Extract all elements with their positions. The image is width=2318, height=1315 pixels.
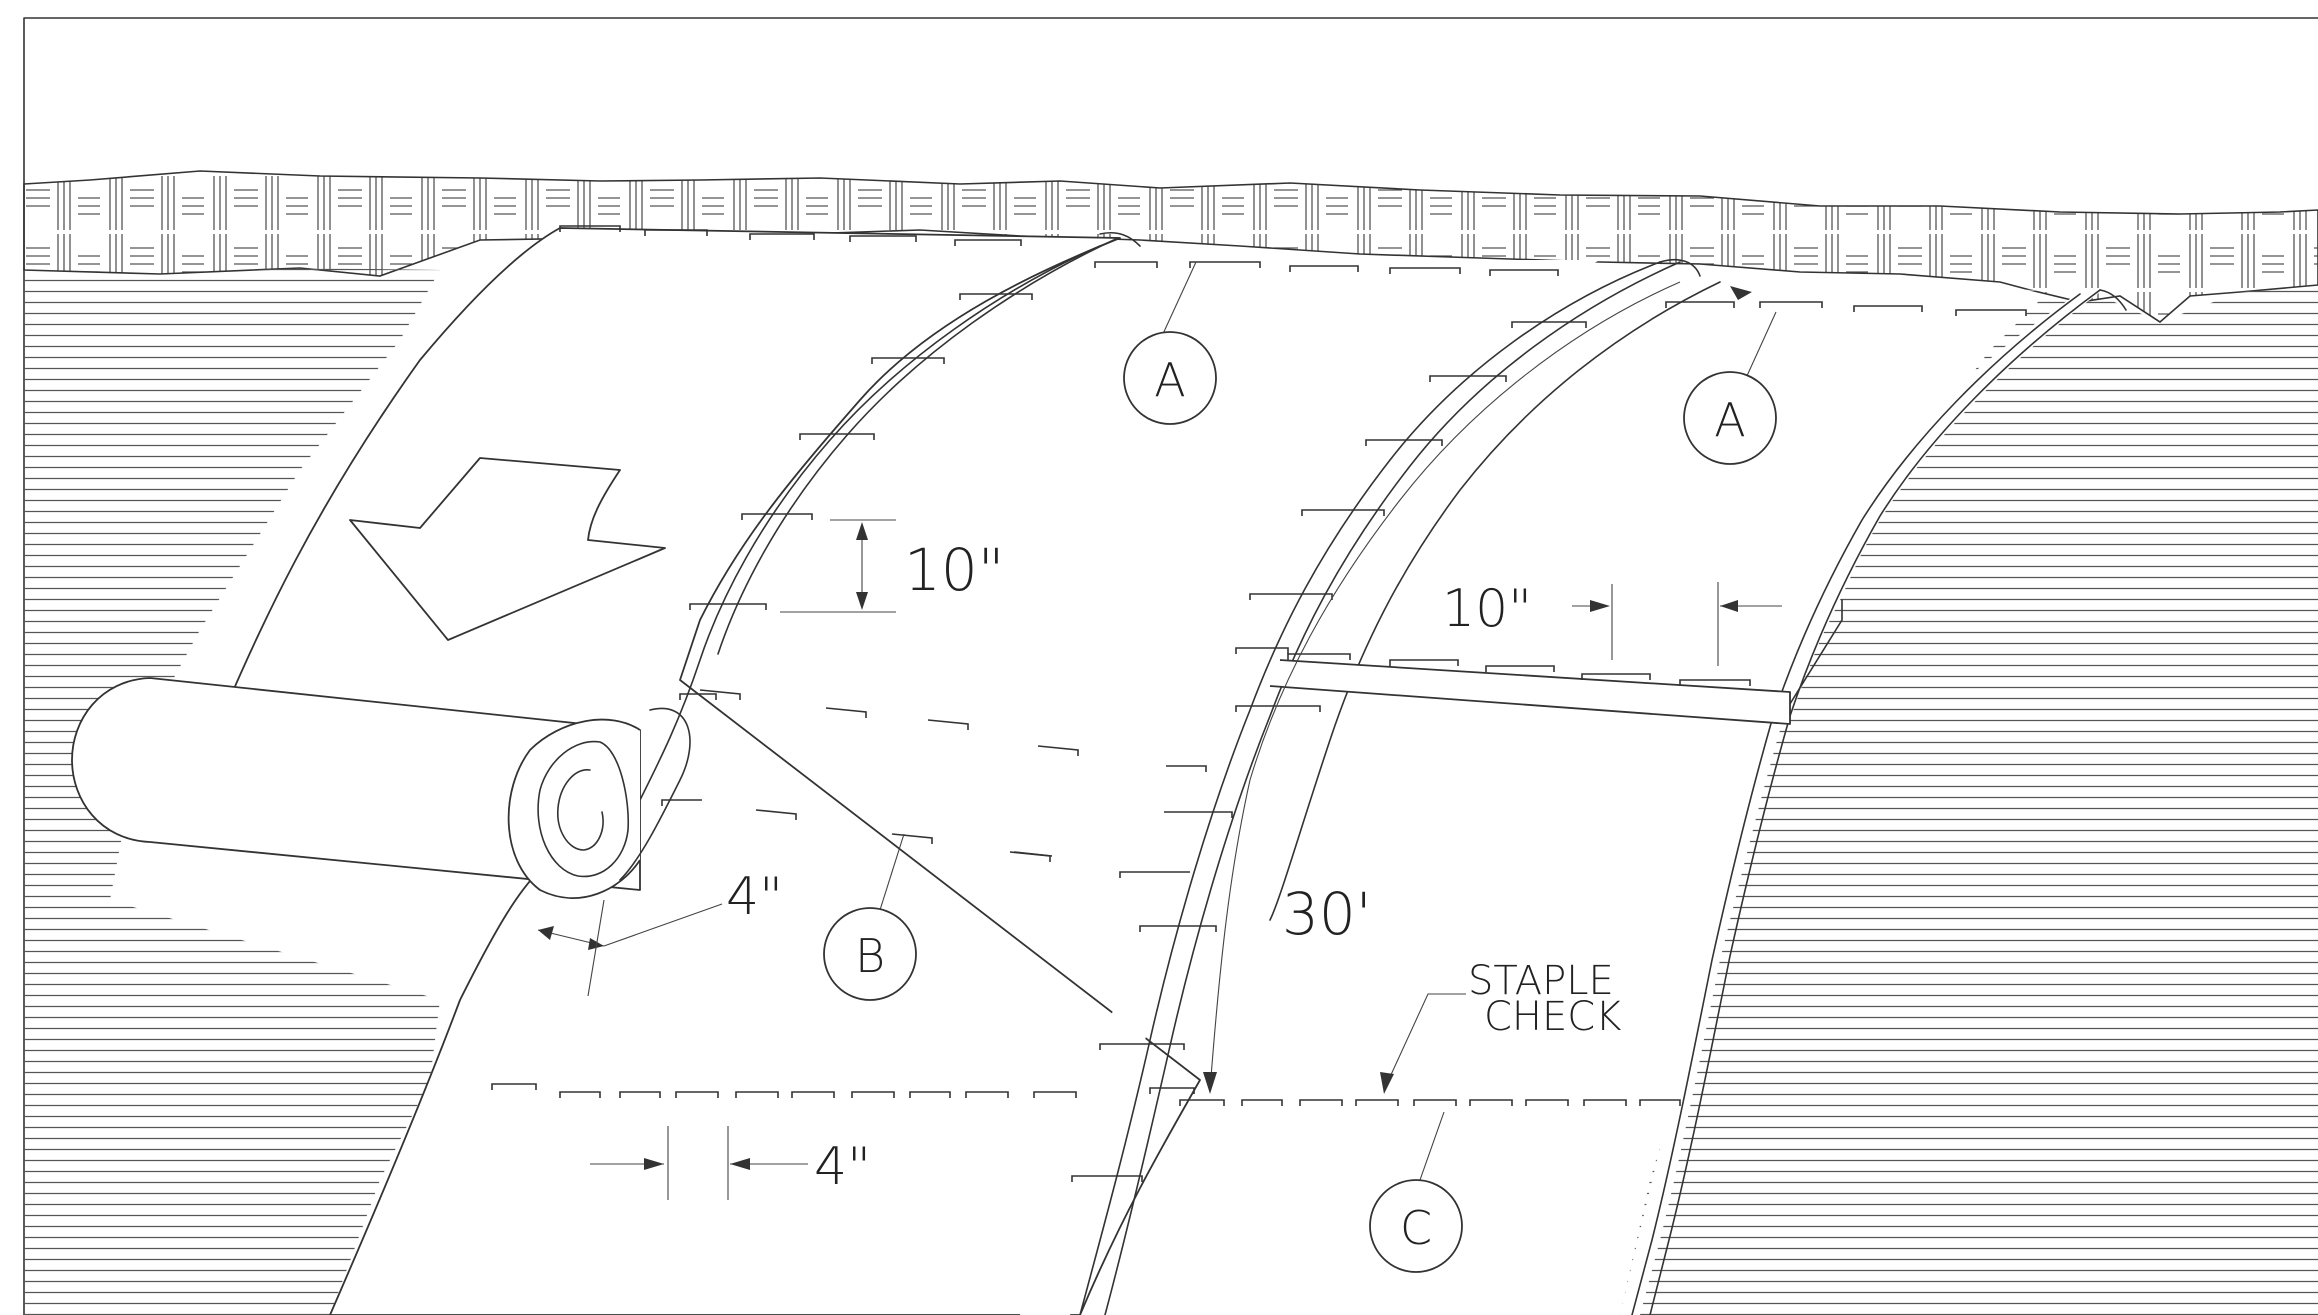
callout-c: C: [1369, 1179, 1463, 1273]
svg-text:4": 4": [726, 867, 783, 927]
left-strip-top-fold: [1099, 231, 1141, 247]
callout-a-left: A: [1123, 331, 1217, 425]
staples-top-row-right: [1665, 301, 2027, 316]
left-strip-edge-outer: [639, 245, 1101, 801]
right-strip-step: [1779, 599, 1843, 721]
svg-text:C: C: [1400, 1201, 1432, 1255]
slope-ground-right-hatch: [1620, 285, 2318, 1315]
roll-end-ring: [537, 740, 630, 878]
middle-strip-edge-outer: [1079, 261, 1661, 1315]
slope-ground-left-hatch: [24, 268, 440, 1315]
staples-overlap-row: [1287, 653, 1751, 686]
roll-end-spiral: [557, 769, 604, 851]
dimension-edge-4in: 4": [537, 867, 783, 997]
right-strip-top-fold: [2099, 289, 2127, 311]
staples-top-row-left: [559, 225, 1022, 246]
overlap-seam-strip: [1269, 659, 1791, 725]
callout-a-right: A: [1683, 371, 1777, 465]
blanket-strip-middle: [1020, 246, 1660, 1315]
roll-peel-edge: [619, 707, 691, 881]
staples-middle-field: [699, 689, 1079, 862]
svg-text:4": 4": [814, 1137, 871, 1197]
svg-text:B: B: [855, 929, 885, 983]
svg-text:10": 10": [1442, 579, 1532, 639]
staples-middle-seam: [1099, 321, 1587, 1050]
dimension-overlap-10in: 10": [1442, 579, 1782, 666]
dimension-vertical-10in: 10": [780, 519, 1004, 613]
leader-callout-b: [879, 833, 905, 911]
dimension-slope-30ft: 30': [1203, 281, 1752, 1094]
svg-text:A: A: [1154, 353, 1185, 407]
middle-strip-underlay-edge: [1269, 281, 1721, 921]
staples-bottom-row: [491, 1083, 1681, 1106]
svg-text:CHECK: CHECK: [1484, 994, 1621, 1040]
svg-text:A: A: [1714, 393, 1745, 447]
downslope-direction-arrow: [349, 457, 666, 641]
leader-callout-a-right: [1745, 311, 1777, 379]
blanket-roll-body: [71, 677, 641, 891]
svg-text:STAPLE: STAPLE: [1468, 958, 1614, 1004]
staples-top-row-middle: [1094, 261, 1559, 276]
middle-strip-top-fold: [1659, 258, 1701, 277]
staples-left-seam: [661, 293, 1143, 1182]
svg-text:30': 30': [1282, 880, 1372, 948]
dimension-bottom-4in: 4": [590, 1126, 871, 1200]
callout-b: B: [823, 907, 917, 1001]
roll-end-outer: [507, 718, 641, 899]
leader-callout-c: [1419, 1111, 1445, 1181]
staple-check-note: STAPLE CHECK: [1380, 958, 1621, 1094]
middle-strip-edge-inner: [1104, 261, 1681, 1315]
leader-callout-a-left: [1161, 261, 1197, 337]
svg-text:10": 10": [904, 536, 1004, 604]
